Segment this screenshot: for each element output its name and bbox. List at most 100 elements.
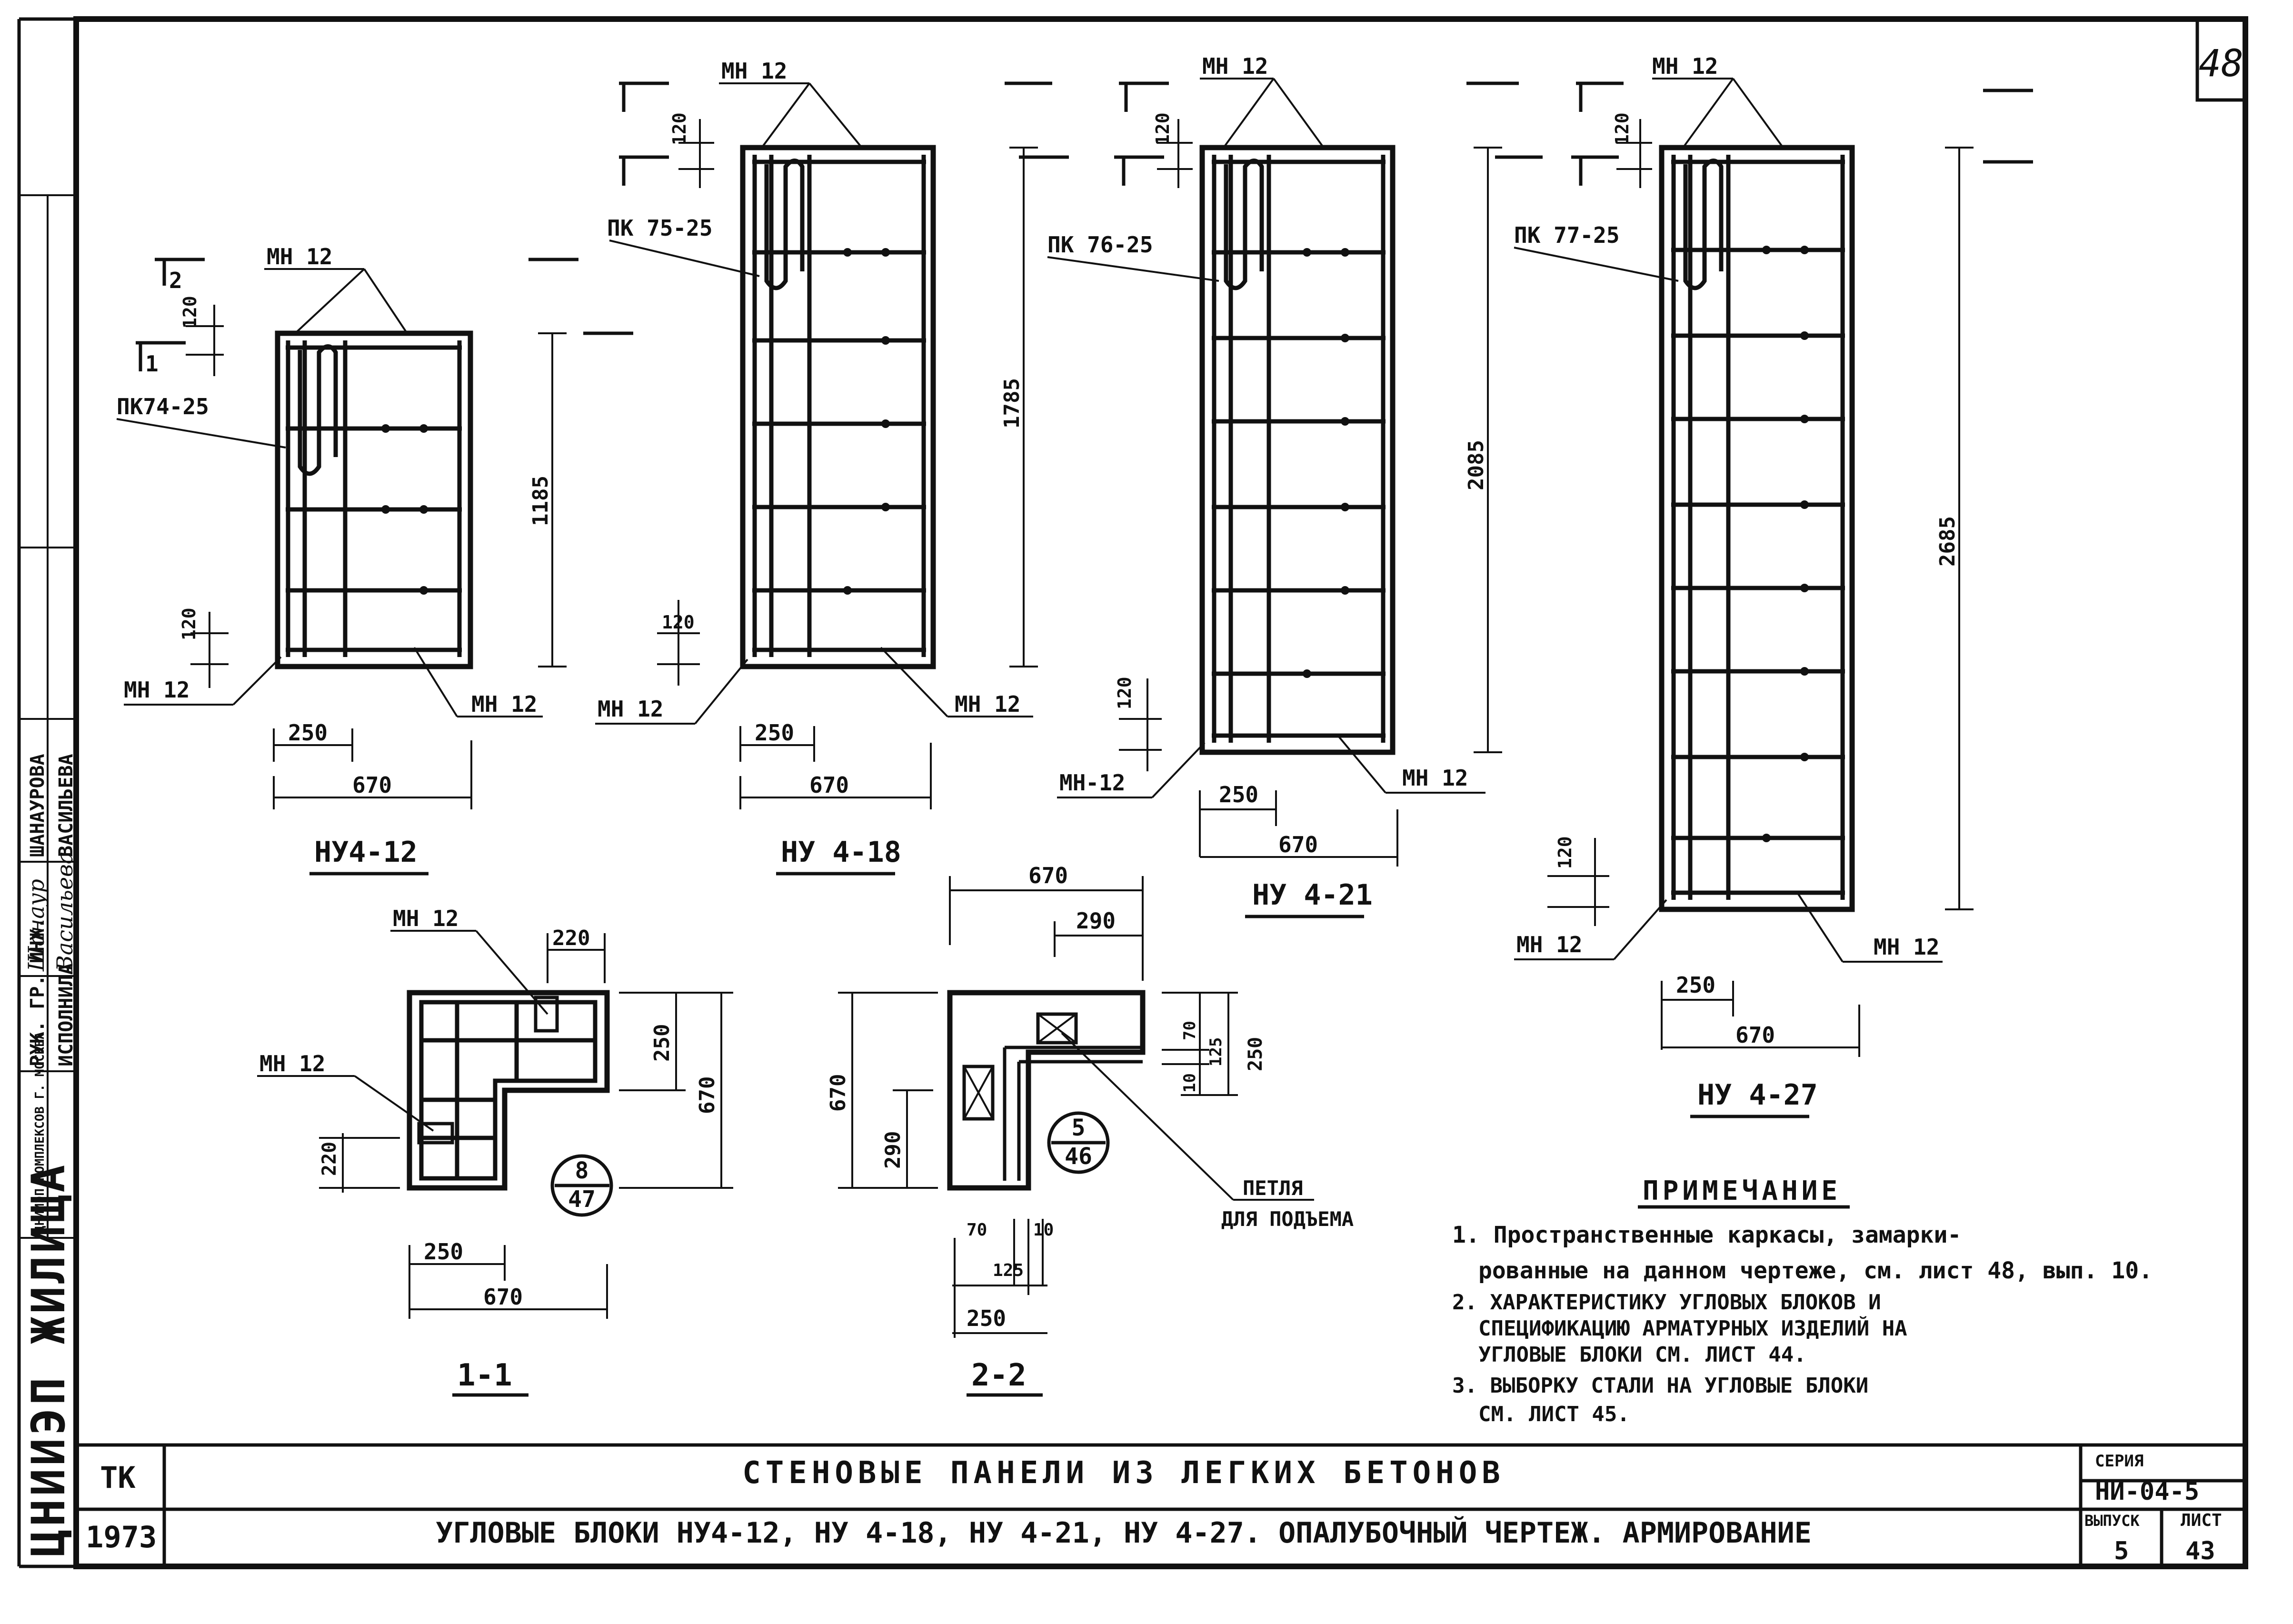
nu27-offset-top: 120: [1612, 112, 1633, 145]
element-nu4-18: 120 120 1785 250 670 МН 12 ПК 75-25 МН 1…: [595, 58, 1069, 876]
left-name1: ШАНАУРОВА: [27, 754, 49, 857]
nu21-frame-label: ПК 76-25: [1047, 232, 1153, 258]
nu27-width-part: 250: [1676, 972, 1715, 998]
left-role2: ИСПОЛНИЛА: [55, 963, 77, 1066]
left-name2: ВАСИЛЬЕВА: [55, 754, 77, 857]
s22-dim-125-bottom: 125: [993, 1261, 1024, 1280]
s22-title: 2-2: [971, 1358, 1027, 1393]
element-nu4-21: 120 120 2085 250 670 МН 12 ПК 76-25 МН-1…: [1047, 53, 1543, 918]
s22-dim-125: 125: [1206, 1037, 1226, 1066]
s11-dim-220-top: 220: [552, 926, 590, 950]
note-line-2: рованные на данном чертеже, см. лист 48,…: [1478, 1257, 2153, 1284]
tb-series-label: СЕРИЯ: [2095, 1452, 2143, 1471]
tb-issue-value: 5: [2114, 1537, 2129, 1565]
sheet-frame: [17, 16, 2248, 1569]
left-sig1: Шанаур: [23, 879, 49, 972]
nu27-mesh-bottom-right: МН 12: [1874, 934, 1939, 960]
note-line-3: 2. ХАРАКТЕРИСТИКУ УГЛОВЫХ БЛОКОВ И: [1452, 1290, 1881, 1315]
tb-title-2: УГЛОВЫЕ БЛОКИ НУ4-12, НУ 4-18, НУ 4-21, …: [436, 1515, 1812, 1550]
nu21-mesh-top: МН 12: [1202, 53, 1268, 79]
nu18-frame-label: ПК 75-25: [607, 215, 713, 241]
s11-ref-sheet: 47: [568, 1186, 596, 1213]
nu12-cut-top: 2: [169, 268, 182, 293]
nu12-mesh-bottom-left: МН 12: [124, 677, 189, 703]
note-line-1: 1. Пространственные каркасы, замарки-: [1452, 1222, 1961, 1248]
rebar-cage: [1212, 155, 1386, 743]
tb-sheet-value: 43: [2185, 1537, 2215, 1565]
nu12-offset-top: 120: [179, 296, 200, 329]
section-insert: [962, 1012, 1143, 1181]
s22-loop-label-1: ПЕТЛЯ: [1243, 1176, 1303, 1200]
nu12-offset-bottom: 120: [179, 608, 199, 640]
nu21-offset-bottom: 120: [1114, 677, 1135, 709]
note-line-6: 3. ВЫБОРКУ СТАЛИ НА УГЛОВЫЕ БЛОКИ: [1452, 1374, 1868, 1398]
nu27-frame-label: ПК 77-25: [1514, 222, 1620, 248]
s11-dim-250-bottom: 250: [424, 1239, 463, 1265]
left-org: ЦНИИЭП КОМПЛЕКСОВ Г. МОСКВА: [33, 1032, 47, 1233]
note-title: ПРИМЕЧАНИЕ: [1643, 1176, 1841, 1206]
s11-title: 1-1: [457, 1358, 512, 1393]
nu27-mesh-top: МН 12: [1652, 53, 1718, 79]
s22-dim-290-top: 290: [1076, 908, 1116, 934]
tb-issue-label: ВЫПУСК: [2084, 1512, 2140, 1530]
nu21-height: 2085: [1464, 440, 1488, 490]
element-nu4-12: 2 1 120 120 1185 250 670 МН 12: [116, 244, 633, 876]
s22-dim-670-left: 670: [826, 1074, 850, 1112]
nu12-frame-label: ПК74-25: [117, 394, 209, 419]
tb-title-1: СТЕНОВЫЕ ПАНЕЛИ ИЗ ЛЕГКИХ БЕТОНОВ: [742, 1455, 1505, 1491]
tb-sheet-label: ЛИСТ: [2181, 1511, 2222, 1530]
note-line-5: УГЛОВЫЕ БЛОКИ СМ. ЛИСТ 44.: [1478, 1343, 1806, 1367]
left-role1: РУК. ГР. ИНЖ.: [27, 917, 49, 1066]
nu27-title: НУ 4-27: [1697, 1078, 1818, 1112]
nu12-width-total: 670: [352, 772, 392, 798]
element-nu4-27: 120 120 2685 250 670 МН 12 ПК 77-25 МН 1…: [1466, 53, 2033, 1118]
nu12-mesh-bottom-right: МН 12: [471, 691, 537, 717]
nu27-width-total: 670: [1735, 1022, 1775, 1048]
s11-dim-670-side: 670: [695, 1076, 719, 1114]
nu21-offset-top: 120: [1152, 112, 1173, 145]
nu12-title: НУ4-12: [314, 836, 418, 869]
nu12-height: 1185: [528, 476, 553, 526]
side-stamp: ЦНИИЭП ЖИЛИЩА: [22, 1162, 75, 1557]
section-2-2: 670 290 670 290 70 10 125 250 70 10 125 …: [826, 863, 1354, 1397]
s11-mesh-a: МН 12: [393, 906, 459, 931]
nu18-mesh-bottom-right: МН 12: [955, 691, 1020, 717]
nu18-offset-bottom: 120: [662, 612, 695, 633]
s22-loop-label-2: ДЛЯ ПОДЪЕМА: [1221, 1207, 1354, 1231]
s11-dim-220-left: 220: [319, 1142, 340, 1176]
s11-dim-250-side: 250: [650, 1024, 674, 1062]
note-line-7: СМ. ЛИСТ 45.: [1478, 1402, 1630, 1426]
note-block: ПРИМЕЧАНИЕ 1. Пространственные каркасы, …: [1452, 1176, 2153, 1426]
nu12-width-part: 250: [288, 720, 328, 746]
rebar-cage: [1671, 155, 1845, 900]
section-rebar: [417, 996, 598, 1181]
nu27-offset-bottom: 120: [1555, 836, 1575, 869]
s22-dim-10-bottom: 10: [1033, 1220, 1054, 1240]
nu21-mesh-bottom-right: МН 12: [1402, 765, 1468, 791]
nu18-mesh-bottom-left: МН 12: [598, 696, 663, 722]
s11-dim-670-bottom: 670: [483, 1284, 523, 1310]
s22-dim-70-bottom: 70: [967, 1220, 987, 1240]
s22-dim-10: 10: [1180, 1073, 1199, 1093]
nu12-mesh-top: МН 12: [267, 244, 332, 269]
rebar-cage: [286, 340, 462, 657]
s11-mesh-b: МН 12: [259, 1051, 325, 1076]
tb-year: 1973: [86, 1520, 157, 1554]
sheet-corner-number: 48: [2199, 42, 2243, 85]
nu27-mesh-bottom-left: МН 12: [1516, 932, 1582, 957]
note-line-4: СПЕЦИФИКАЦИЮ АРМАТУРНЫХ ИЗДЕЛИЙ НА: [1478, 1315, 1907, 1341]
s22-ref-num: 5: [1072, 1115, 1086, 1141]
nu18-offset-top: 120: [669, 112, 690, 145]
title-block: ТК 1973 СТЕНОВЫЕ ПАНЕЛИ ИЗ ЛЕГКИХ БЕТОНО…: [86, 1452, 2222, 1565]
s11-ref-num: 8: [575, 1157, 589, 1184]
nu18-height: 1785: [1000, 378, 1024, 428]
nu21-mesh-bottom-left: МН-12: [1059, 770, 1125, 796]
rebar-cage: [752, 155, 926, 657]
tb-series-value: НИ-04-5: [2095, 1477, 2199, 1506]
nu12-cut-side: 1: [145, 351, 159, 377]
tb-tk: ТК: [100, 1460, 136, 1495]
nu21-width-total: 670: [1278, 832, 1318, 857]
s22-dim-290-left: 290: [881, 1131, 905, 1169]
nu18-title: НУ 4-18: [781, 836, 901, 869]
